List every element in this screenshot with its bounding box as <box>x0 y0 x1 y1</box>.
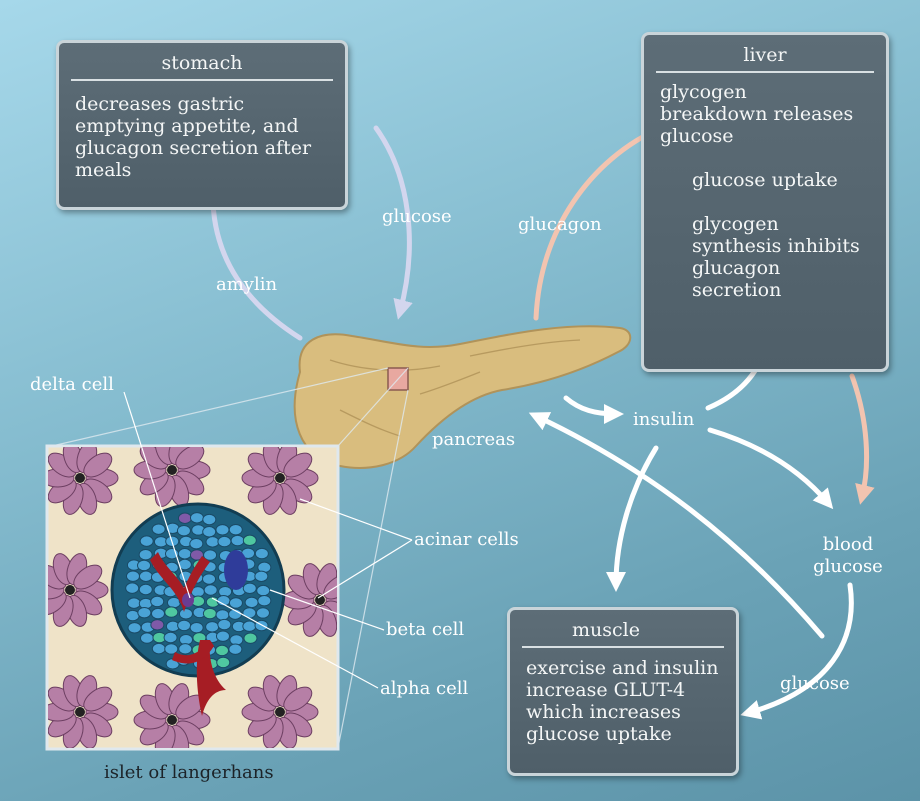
blood-glucose-label: blood glucose <box>805 534 891 578</box>
islet-cell <box>230 635 243 645</box>
islet-cell <box>244 633 257 643</box>
islet-cell <box>206 537 219 547</box>
islet-cell <box>203 574 216 584</box>
stomach-box: stomach decreases gastric emptying appet… <box>56 40 348 210</box>
islet-cell <box>245 597 258 607</box>
islet-cell <box>139 584 152 594</box>
islet-cell <box>179 609 192 619</box>
stomach-title: stomach <box>59 43 345 74</box>
islet-cell <box>126 571 139 581</box>
acinar-cell-clusters <box>32 431 358 759</box>
islet-cell <box>164 632 177 642</box>
islet-cell <box>216 610 229 620</box>
islet-cell <box>190 513 203 523</box>
islet-cell <box>218 536 231 546</box>
glucose-label-bottom: glucose <box>780 673 850 694</box>
islet-cell <box>126 610 139 620</box>
islet-cell <box>204 585 217 595</box>
delta-cell-label: delta cell <box>30 374 114 395</box>
islet-cell <box>178 513 191 523</box>
islet-caption: islet of langerhans <box>104 762 274 783</box>
islet-cell <box>128 598 141 608</box>
islet-cell <box>255 571 268 581</box>
islet-cell <box>190 539 203 549</box>
islet-cell <box>165 607 178 617</box>
islet-cell <box>243 608 256 618</box>
islet-cell <box>178 549 191 559</box>
islet-cell <box>128 623 141 633</box>
muscle-title: muscle <box>510 610 736 641</box>
islet-cell <box>216 525 229 535</box>
islet-cell <box>151 596 164 606</box>
islet-cell <box>152 643 165 653</box>
muscle-text: exercise and insulin increase GLUT-4 whi… <box>510 648 736 745</box>
acinar-cells-label: acinar cells <box>414 529 519 550</box>
glucose-label-top: glucose <box>382 206 452 227</box>
stomach-text: decreases gastric emptying appetite, and… <box>59 81 335 181</box>
islet-cell <box>243 535 256 545</box>
islet-cell <box>231 535 244 545</box>
amylin-label: amylin <box>216 274 277 295</box>
islet-cell <box>243 583 256 593</box>
islet-cell <box>216 631 229 641</box>
islet-cell <box>139 550 152 560</box>
islet-cell <box>229 598 242 608</box>
islet-cell <box>178 620 191 630</box>
islet-cell <box>152 608 165 618</box>
islet-cell <box>140 633 153 643</box>
islet-cell <box>203 527 216 537</box>
liver-uptake-text: glucose uptake <box>644 147 886 191</box>
insulin-label: insulin <box>633 409 694 430</box>
islet-cell <box>151 620 164 630</box>
islet-cell <box>216 645 229 655</box>
pancreas-label: pancreas <box>432 429 515 450</box>
beta-cell-label: beta cell <box>386 619 464 640</box>
islet-cell <box>218 619 231 629</box>
muscle-box: muscle exercise and insulin increase GLU… <box>507 607 739 776</box>
islet-cell <box>256 608 269 618</box>
liver-synthesis-text: glycogen synthesis inhibits glucagon sec… <box>644 191 872 301</box>
glucagon-label: glucagon <box>518 214 602 235</box>
islet-cell <box>152 524 165 534</box>
islet-cell <box>203 608 216 618</box>
islet-cell <box>138 560 151 570</box>
islet-cell <box>126 583 139 593</box>
islet-cell <box>258 596 271 606</box>
liver-release-text: glycogen breakdown releases glucose <box>644 73 870 147</box>
alpha-cell-label: alpha cell <box>380 678 468 699</box>
islet-cell <box>206 622 219 632</box>
islet-cell <box>138 607 151 617</box>
liver-box: liver glycogen breakdown releases glucos… <box>641 32 889 372</box>
islet-cell <box>179 644 192 654</box>
islet-cell <box>257 585 270 595</box>
islet-cell <box>229 524 242 534</box>
liver-title: liver <box>644 35 886 66</box>
islet-cell <box>255 548 268 558</box>
islet-cell <box>167 597 180 607</box>
islet-cell <box>243 621 256 631</box>
islet-cell <box>139 571 152 581</box>
islet-cell <box>140 536 153 546</box>
islet-cell <box>190 622 203 632</box>
islet-cell <box>203 514 216 524</box>
islet-cell <box>177 525 190 535</box>
islet-cell <box>217 657 230 667</box>
islet-cell <box>229 644 242 654</box>
